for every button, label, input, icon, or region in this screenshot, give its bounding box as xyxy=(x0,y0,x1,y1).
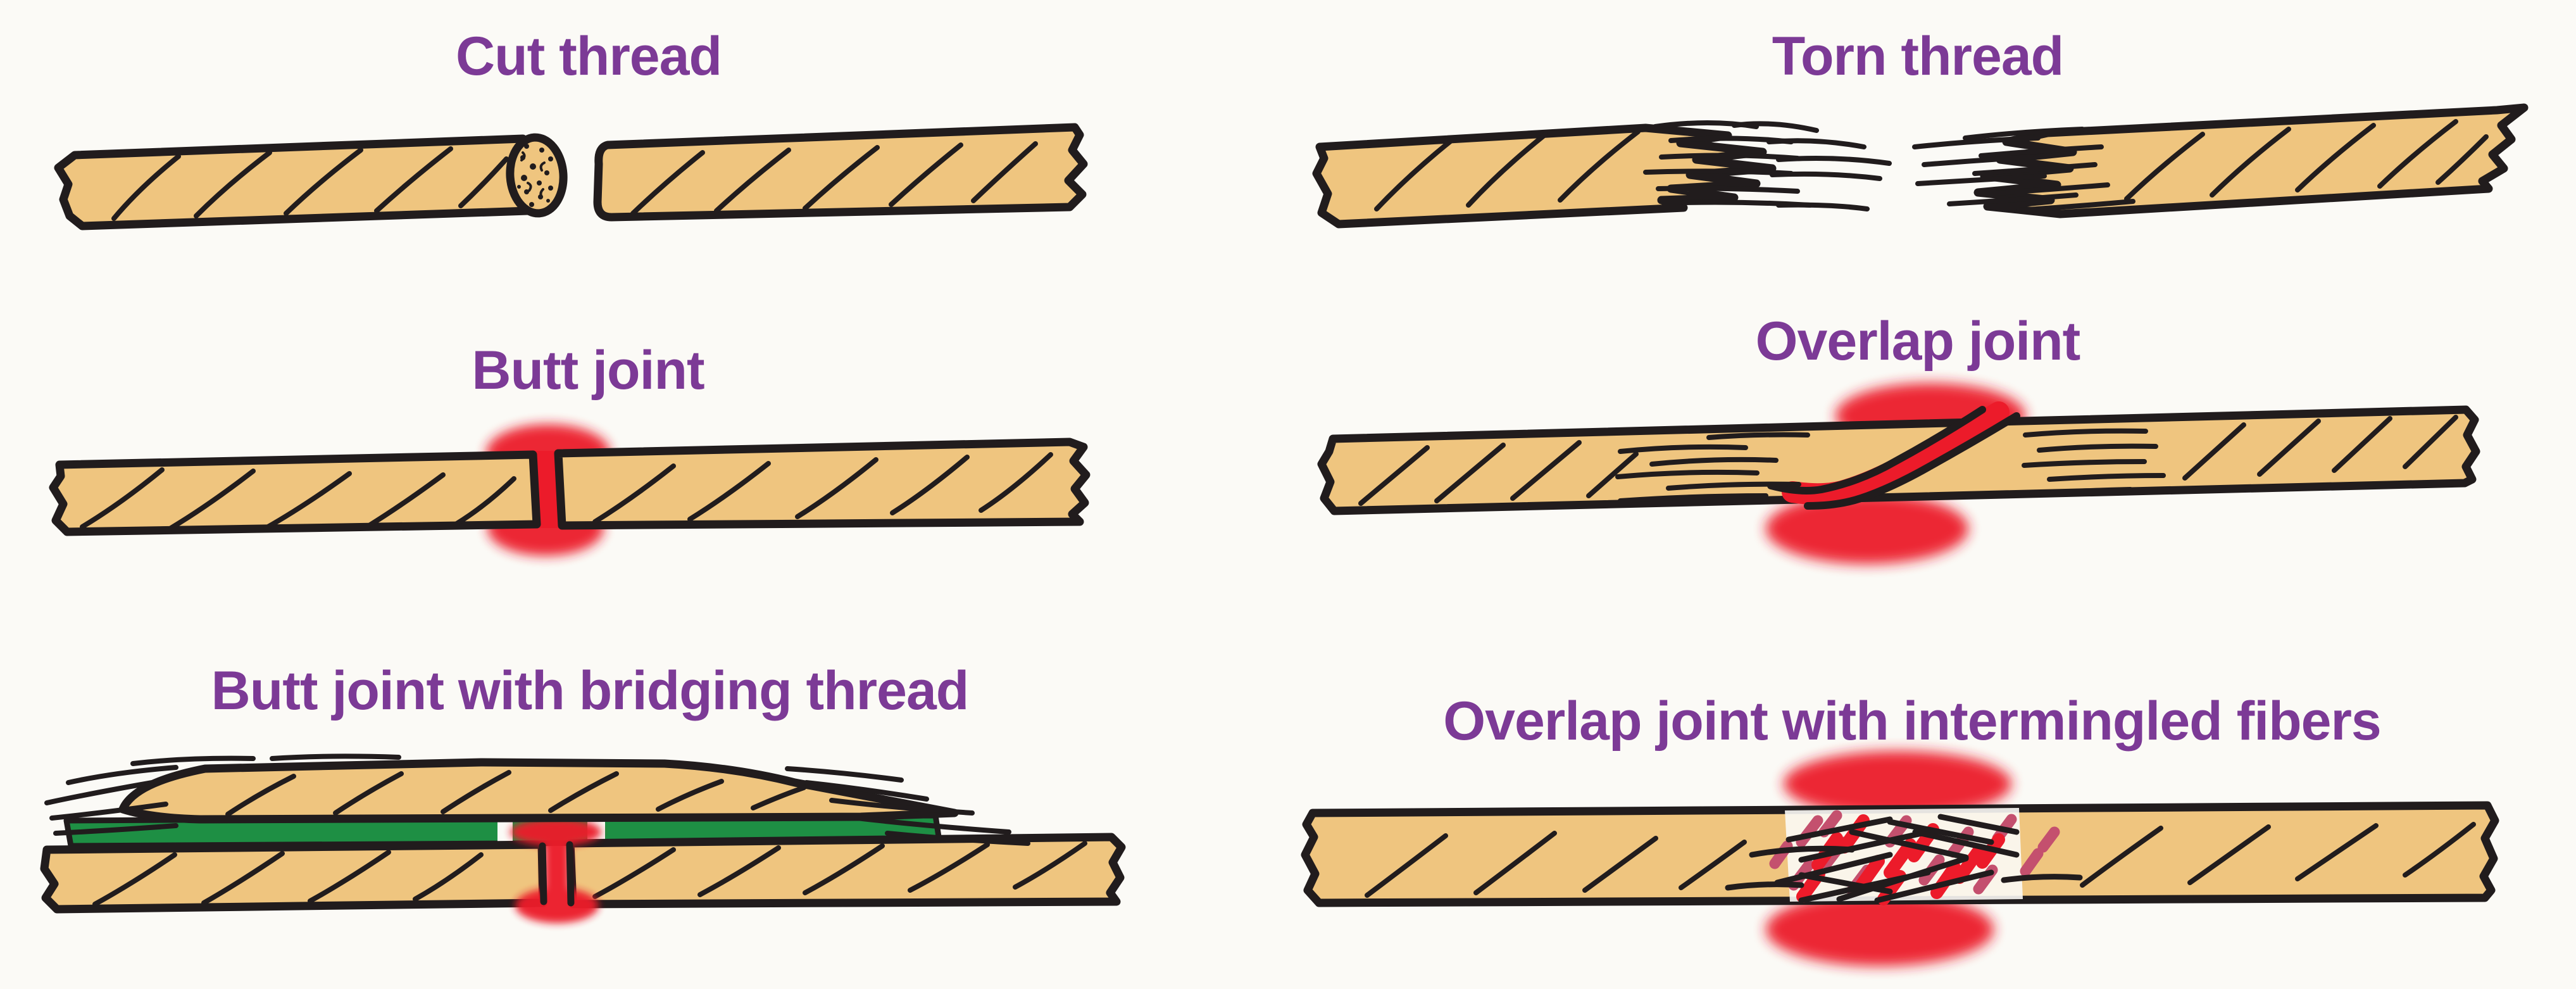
bottom-thread-left-segment xyxy=(40,840,547,914)
cut-thread-right-segment xyxy=(593,123,1088,222)
glue-blob xyxy=(1766,751,2011,966)
cut-thread-illustration xyxy=(54,123,1088,230)
torn-thread-left-segment xyxy=(1312,120,1892,229)
torn-thread-illustration xyxy=(1312,103,2529,229)
intermingled-fibers xyxy=(1725,808,2083,905)
overlap-joint-intermingled-illustration xyxy=(1301,751,2499,966)
bottom-thread-right-segment xyxy=(566,833,1126,909)
panel-title-cut-thread: Cut thread xyxy=(456,26,722,87)
cut-thread-left-segment xyxy=(54,133,568,230)
panel-title-overlap-joint: Overlap joint xyxy=(1755,311,2081,372)
butt-right-segment xyxy=(554,438,1091,530)
bridging-thread xyxy=(118,758,959,824)
panel-title-butt-joint: Butt joint xyxy=(472,340,704,401)
butt-left-segment xyxy=(49,450,541,536)
overlap-joint-illustration xyxy=(1317,383,2480,564)
bridging-frayed-fibers-left xyxy=(44,753,401,836)
butt-joint-illustration xyxy=(49,424,1091,556)
torn-thread-right-segment xyxy=(1912,103,2529,218)
frayed-fibers-right xyxy=(1912,127,2135,213)
loose-fibers xyxy=(1615,428,2166,503)
overlap-seam xyxy=(1767,401,2020,510)
butt-joint-bridging-illustration xyxy=(40,753,1126,923)
panel-title-overlap-joint-intermingled: Overlap joint with intermingled fibers xyxy=(1443,691,2382,752)
cut-end-cross-section xyxy=(506,133,568,218)
glue-seam xyxy=(510,818,601,923)
panel-title-butt-joint-bridging: Butt joint with bridging thread xyxy=(211,660,970,721)
bridging-frayed-fibers-right xyxy=(785,766,1030,846)
panel-title-torn-thread: Torn thread xyxy=(1772,26,2064,87)
frayed-fibers-left xyxy=(1643,120,1892,211)
